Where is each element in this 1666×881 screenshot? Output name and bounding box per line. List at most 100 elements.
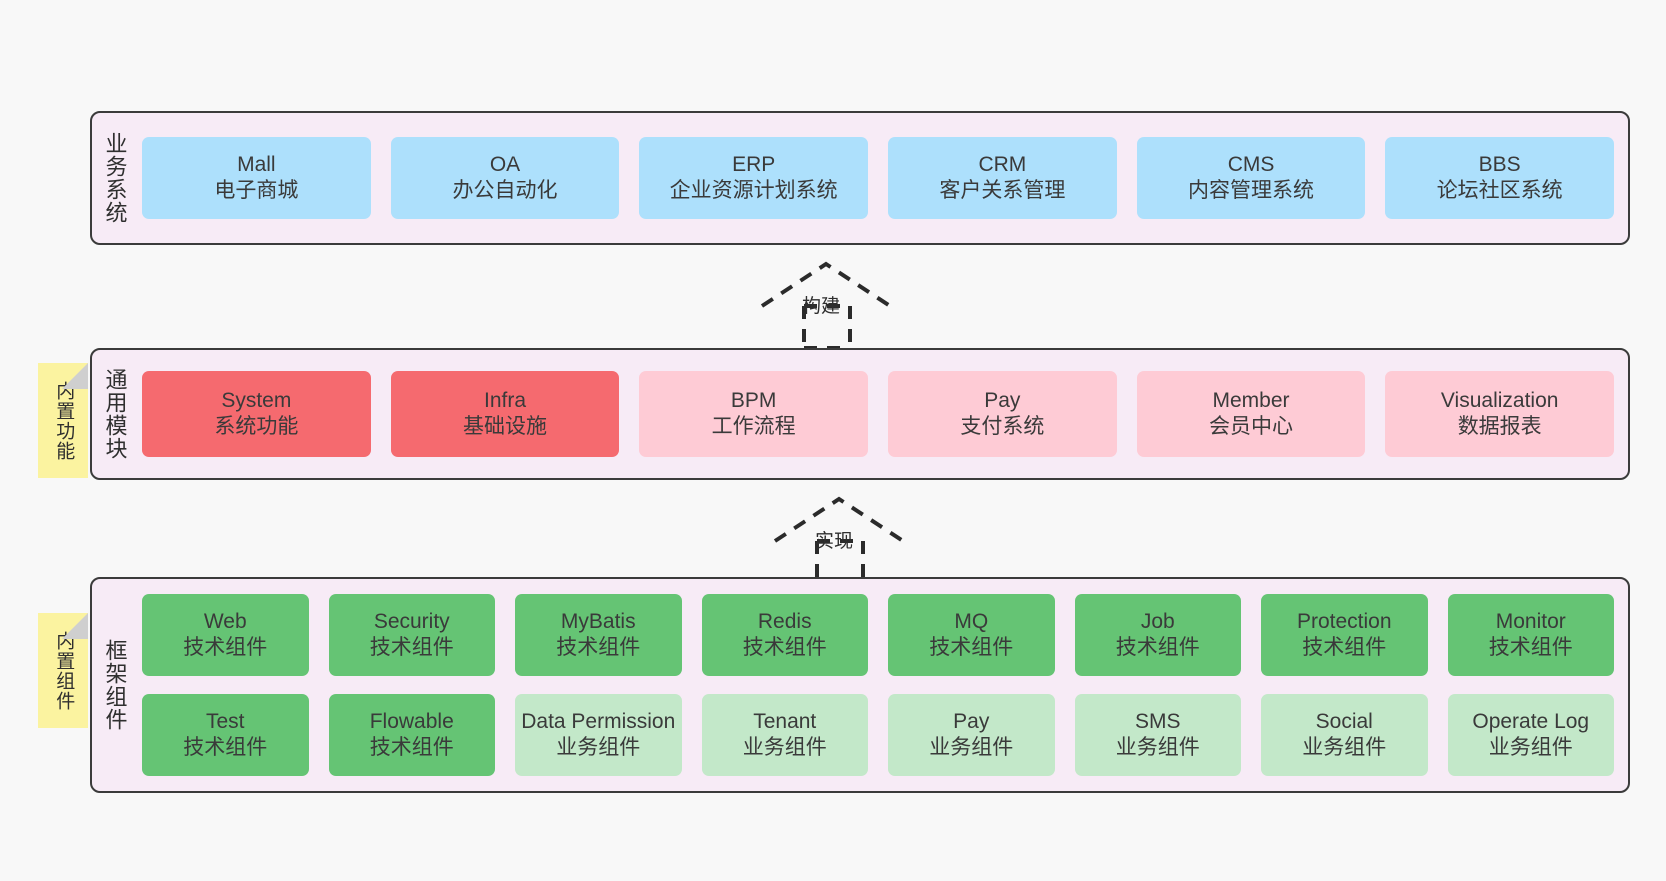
node-subtitle: 技术组件 xyxy=(369,736,454,759)
node-title: Protection xyxy=(1296,609,1392,633)
node-title: SMS xyxy=(1134,709,1181,733)
node-cms[interactable]: CMS 内容管理系统 xyxy=(1136,137,1366,219)
layer-title-modules: 通用模块 xyxy=(102,368,128,460)
node-title: BPM xyxy=(730,388,777,412)
node-web[interactable]: Web 技术组件 xyxy=(142,594,309,676)
node-subtitle: 业务组件 xyxy=(1302,736,1387,759)
node-member[interactable]: Member 会员中心 xyxy=(1136,371,1366,457)
node-subtitle: 技术组件 xyxy=(1115,636,1200,659)
node-visualization[interactable]: Visualization 数据报表 xyxy=(1385,371,1615,457)
node-protection[interactable]: Protection 技术组件 xyxy=(1261,594,1428,676)
node-subtitle: 系统功能 xyxy=(214,415,299,438)
node-title: CMS xyxy=(1227,152,1275,176)
node-subtitle: 业务组件 xyxy=(1488,736,1573,759)
node-subtitle: 业务组件 xyxy=(1115,736,1200,759)
node-mybatis[interactable]: MyBatis 技术组件 xyxy=(515,594,682,676)
connector-build: 构建 xyxy=(760,258,910,350)
layer-body-framework: Web 技术组件 Security 技术组件 MyBatis 技术组件 Redi… xyxy=(138,579,1628,791)
layer-title-business: 业务系统 xyxy=(102,132,128,224)
module-node-row: System 系统功能 Infra 基础设施 BPM 工作流程 Pay 支付系统… xyxy=(142,371,1615,457)
connector-implement-label: 实现 xyxy=(815,531,854,552)
node-pay-module[interactable]: Pay 支付系统 xyxy=(888,371,1117,457)
node-title: BBS xyxy=(1478,152,1521,176)
node-redis[interactable]: Redis 技术组件 xyxy=(701,594,868,676)
node-title: Web xyxy=(203,609,247,633)
node-subtitle: 内容管理系统 xyxy=(1188,179,1315,202)
node-title: Member xyxy=(1212,388,1290,412)
node-subtitle: 技术组件 xyxy=(1488,636,1573,659)
node-subtitle: 业务组件 xyxy=(742,736,827,759)
node-mq[interactable]: MQ 技术组件 xyxy=(888,594,1055,676)
node-title: Operate Log xyxy=(1472,709,1590,733)
node-subtitle: 技术组件 xyxy=(1302,636,1387,659)
node-title: MQ xyxy=(954,609,989,633)
node-subtitle: 工作流程 xyxy=(711,415,796,438)
node-security[interactable]: Security 技术组件 xyxy=(328,594,495,676)
node-sms[interactable]: SMS 业务组件 xyxy=(1074,694,1241,776)
framework-business-row: Test 技术组件 Flowable 技术组件 Data Permission … xyxy=(142,694,1614,776)
node-title: ERP xyxy=(732,152,776,176)
node-subtitle: 技术组件 xyxy=(556,636,641,659)
node-subtitle: 论坛社区系统 xyxy=(1436,179,1563,202)
node-title: Test xyxy=(205,709,245,733)
node-subtitle: 业务组件 xyxy=(929,736,1014,759)
node-oa[interactable]: OA 办公自动化 xyxy=(390,137,620,219)
node-title: CRM xyxy=(978,152,1027,176)
node-title: Tenant xyxy=(753,709,817,733)
node-flowable[interactable]: Flowable 技术组件 xyxy=(328,694,495,776)
framework-tech-row: Web 技术组件 Security 技术组件 MyBatis 技术组件 Redi… xyxy=(142,594,1614,676)
node-title: Data Permission xyxy=(521,709,676,733)
layer-framework-components: 框架组件 Web 技术组件 Security 技术组件 MyBatis 技术组件… xyxy=(90,577,1630,793)
node-title: Pay xyxy=(984,388,1021,412)
node-social[interactable]: Social 业务组件 xyxy=(1261,694,1428,776)
node-bpm[interactable]: BPM 工作流程 xyxy=(639,371,869,457)
node-subtitle: 技术组件 xyxy=(183,736,268,759)
node-subtitle: 会员中心 xyxy=(1209,415,1294,438)
node-operate-log[interactable]: Operate Log 业务组件 xyxy=(1447,694,1614,776)
note-builtin-functions: 内置功能 xyxy=(38,363,88,478)
node-title: MyBatis xyxy=(560,609,636,633)
node-data-permission[interactable]: Data Permission 业务组件 xyxy=(515,694,682,776)
node-subtitle: 办公自动化 xyxy=(452,179,558,202)
node-mall[interactable]: Mall 电子商城 xyxy=(142,137,371,219)
node-job[interactable]: Job 技术组件 xyxy=(1074,594,1241,676)
node-infra[interactable]: Infra 基础设施 xyxy=(390,371,620,457)
node-tenant[interactable]: Tenant 业务组件 xyxy=(701,694,868,776)
node-subtitle: 基础设施 xyxy=(463,415,547,438)
connector-implement: 实现 xyxy=(773,493,923,585)
node-subtitle: 技术组件 xyxy=(742,636,827,659)
layer-common-modules: 通用模块 System 系统功能 Infra 基础设施 BPM 工作流程 Pay… xyxy=(90,348,1630,480)
layer-business-systems: 业务系统 Mall 电子商城 OA 办公自动化 ERP 企业资源计划系统 CRM… xyxy=(90,111,1630,245)
node-pay-component[interactable]: Pay 业务组件 xyxy=(888,694,1055,776)
connector-build-label: 构建 xyxy=(802,296,841,317)
note-text: 内置功能 xyxy=(53,380,75,461)
node-title: Visualization xyxy=(1440,388,1559,412)
node-title: Monitor xyxy=(1495,609,1566,633)
node-title: Flowable xyxy=(369,709,454,733)
node-bbs[interactable]: BBS 论坛社区系统 xyxy=(1385,137,1615,219)
node-subtitle: 客户关系管理 xyxy=(939,179,1066,202)
node-title: Social xyxy=(1315,709,1373,733)
node-title: Infra xyxy=(483,388,527,412)
note-text: 内置组件 xyxy=(53,630,75,711)
node-system[interactable]: System 系统功能 xyxy=(142,371,371,457)
note-builtin-components: 内置组件 xyxy=(38,613,88,728)
node-erp[interactable]: ERP 企业资源计划系统 xyxy=(639,137,869,219)
layer-title-framework: 框架组件 xyxy=(102,639,128,731)
node-subtitle: 支付系统 xyxy=(960,415,1045,438)
node-subtitle: 企业资源计划系统 xyxy=(669,179,838,202)
node-subtitle: 业务组件 xyxy=(556,736,641,759)
node-subtitle: 技术组件 xyxy=(183,636,268,659)
node-title: Pay xyxy=(953,709,990,733)
node-crm[interactable]: CRM 客户关系管理 xyxy=(888,137,1117,219)
node-title: OA xyxy=(489,152,521,176)
layer-body-modules: System 系统功能 Infra 基础设施 BPM 工作流程 Pay 支付系统… xyxy=(138,350,1628,478)
node-title: System xyxy=(221,388,292,412)
node-title: Mall xyxy=(237,152,276,176)
node-test[interactable]: Test 技术组件 xyxy=(142,694,309,776)
node-title: Job xyxy=(1140,609,1175,633)
layer-body-business: Mall 电子商城 OA 办公自动化 ERP 企业资源计划系统 CRM 客户关系… xyxy=(138,113,1628,243)
node-monitor[interactable]: Monitor 技术组件 xyxy=(1447,594,1614,676)
node-title: Security xyxy=(373,609,450,633)
